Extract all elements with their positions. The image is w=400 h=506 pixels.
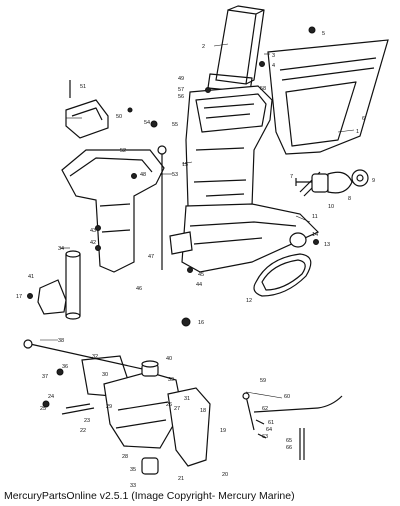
callout-32: 32	[92, 354, 98, 360]
callout-33: 33	[130, 483, 136, 489]
callout-61: 61	[268, 420, 274, 426]
water-tube	[65, 250, 81, 320]
mount-block	[37, 279, 67, 315]
callout-58: 58	[260, 86, 266, 92]
callout-27: 27	[174, 406, 180, 412]
callout-47: 47	[148, 254, 154, 260]
callout-18: 18	[200, 408, 206, 414]
drive-shaft-parts	[295, 169, 369, 197]
callout-29: 29	[106, 404, 112, 410]
callout-50: 50	[116, 114, 122, 120]
callout-53: 53	[172, 172, 178, 178]
callout-66: 66	[286, 445, 292, 451]
callout-42: 42	[90, 240, 96, 246]
swivel-hardware	[42, 360, 159, 475]
callout-31: 31	[184, 396, 190, 402]
driveshaft-housing	[181, 85, 320, 273]
shift-bracket	[169, 231, 193, 255]
callout-28: 28	[122, 454, 128, 460]
callout-41: 41	[28, 274, 34, 280]
callout-45: 45	[198, 272, 204, 278]
callout-10: 10	[328, 204, 334, 210]
exhaust-tube	[207, 5, 265, 93]
callout-labels: 1 2 3 4 5 6 7 8 9 10 11 12 13 14 15 16 1…	[16, 31, 375, 489]
callout-43: 43	[90, 228, 96, 234]
callout-57: 57	[178, 87, 184, 93]
callout-64: 64	[266, 427, 272, 433]
exhaust-adapter	[65, 99, 109, 139]
callout-54: 54	[144, 120, 150, 126]
callout-38: 38	[58, 338, 64, 344]
callout-25: 25	[40, 406, 46, 412]
callout-16: 16	[198, 320, 204, 326]
callout-3: 3	[272, 53, 275, 59]
callout-22: 22	[80, 428, 86, 434]
callout-62: 62	[262, 406, 268, 412]
callout-14: 14	[312, 232, 318, 238]
callout-4: 4	[272, 63, 275, 69]
callout-24: 24	[48, 394, 54, 400]
callout-7: 7	[290, 174, 293, 180]
callout-48: 48	[140, 172, 146, 178]
shift-rod	[157, 145, 167, 270]
callout-35: 35	[130, 467, 136, 473]
callout-59: 59	[260, 378, 266, 384]
callout-30: 30	[102, 372, 108, 378]
callout-12: 12	[246, 298, 252, 304]
callout-9: 9	[372, 178, 375, 184]
steering-link-rod	[242, 392, 343, 460]
swivel-bracket	[23, 339, 211, 467]
callout-1: 1	[356, 129, 359, 135]
callout-63: 63	[262, 434, 268, 440]
callout-39: 39	[168, 377, 174, 383]
callout-11: 11	[312, 214, 318, 220]
callout-56: 56	[178, 94, 184, 100]
callout-20: 20	[222, 472, 228, 478]
callout-21: 21	[178, 476, 184, 482]
callout-26: 26	[166, 402, 172, 408]
callout-46: 46	[136, 286, 142, 292]
callout-23: 23	[84, 418, 90, 424]
callout-40: 40	[166, 356, 172, 362]
callout-60: 60	[284, 394, 290, 400]
callout-5: 5	[322, 31, 325, 37]
lower-housing	[61, 149, 165, 273]
callout-2: 2	[202, 44, 205, 50]
callout-8: 8	[348, 196, 351, 202]
callout-44: 44	[196, 282, 202, 288]
callout-55: 55	[172, 122, 178, 128]
image-caption: MercuryPartsOnline v2.5.1 (Image Copyrig…	[4, 490, 295, 502]
callout-34: 34	[58, 246, 64, 252]
callout-19: 19	[220, 428, 226, 434]
callout-6: 6	[362, 116, 365, 122]
callout-52: 52	[120, 148, 126, 154]
callout-13: 13	[324, 242, 330, 248]
callout-65: 65	[286, 438, 292, 444]
leader-lines	[40, 43, 355, 399]
callout-37: 37	[42, 374, 48, 380]
callout-36: 36	[62, 364, 68, 370]
callout-49: 49	[178, 76, 184, 82]
callout-15: 15	[182, 162, 188, 168]
side-cowl	[267, 39, 389, 155]
callout-17: 17	[16, 294, 22, 300]
bumper-and-seal	[253, 232, 312, 297]
callout-51: 51	[80, 84, 86, 90]
fasteners	[27, 26, 319, 327]
